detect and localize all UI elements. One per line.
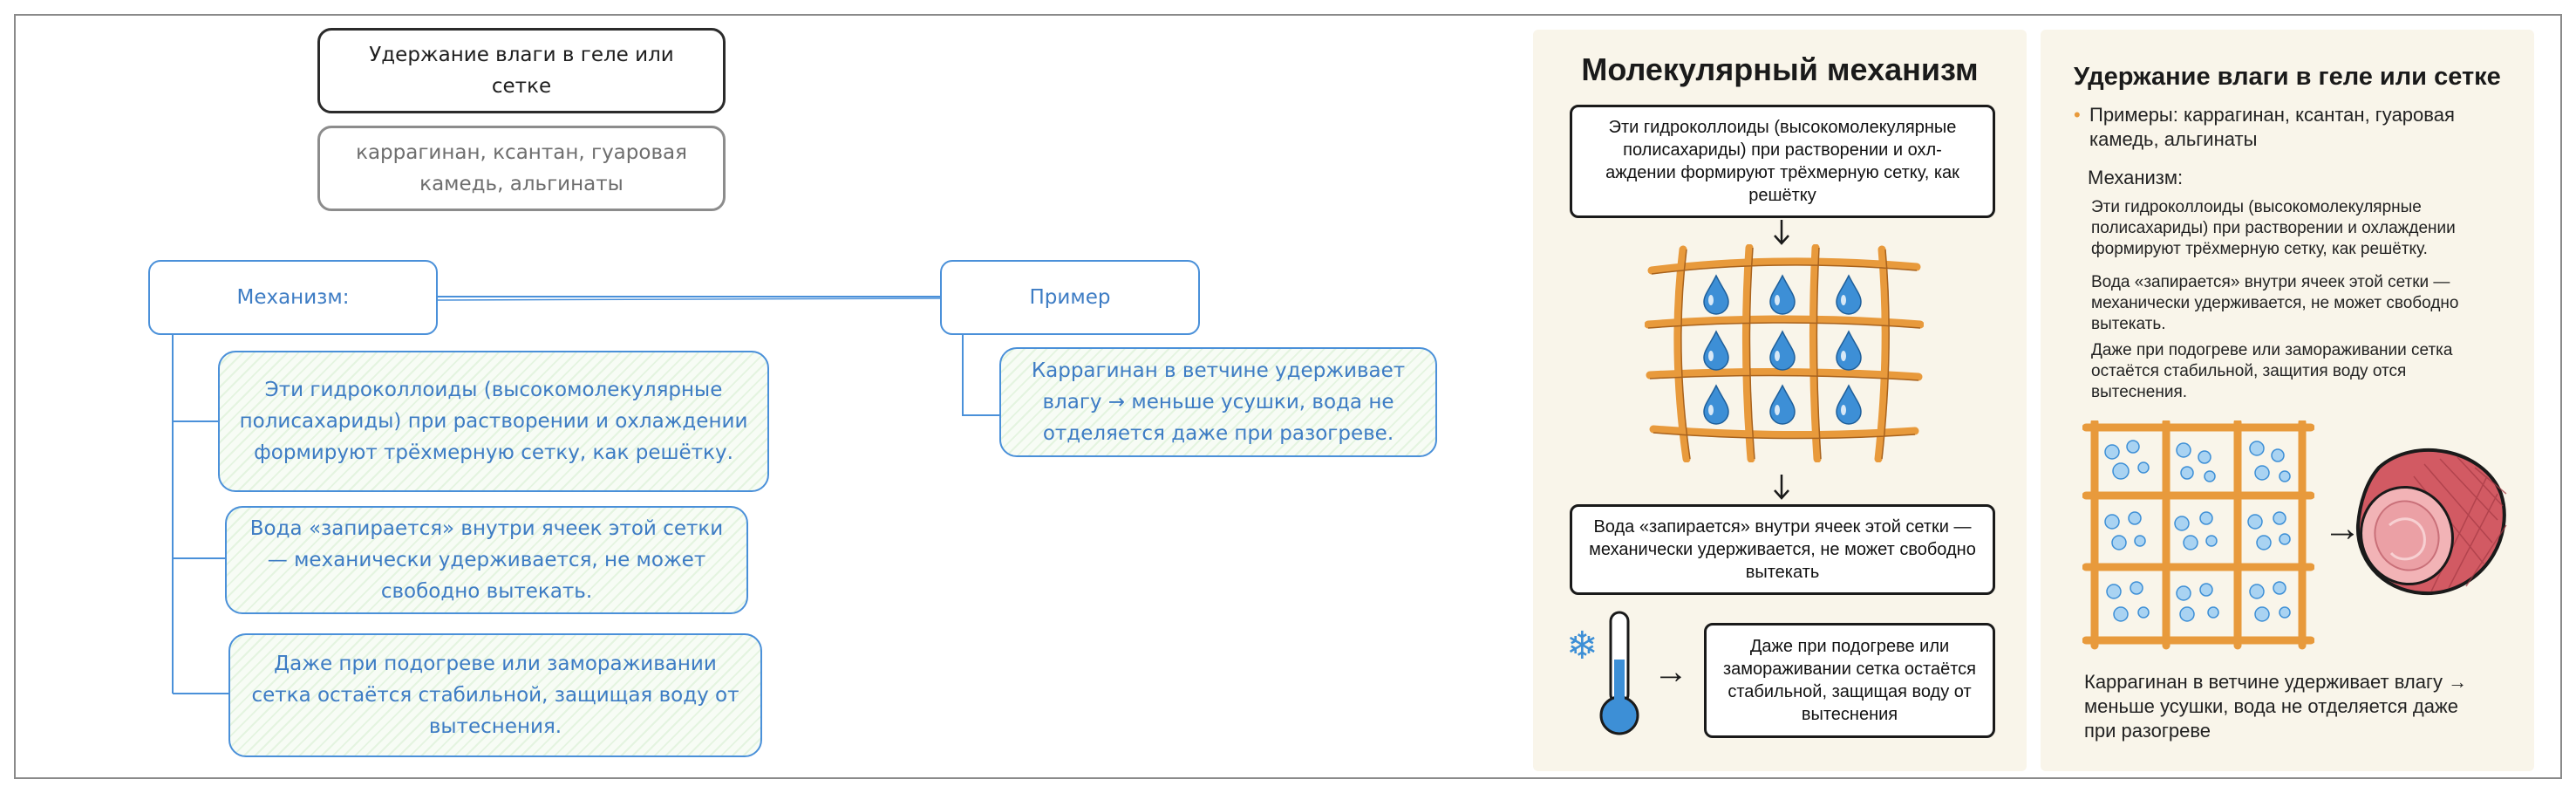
mechanism-panel-title: Молекулярный механизм: [1581, 51, 1979, 87]
summary-example-text: Каррагинан в ветчине удерживает влагу → …: [2084, 671, 2468, 742]
sketch-connectors: [172, 296, 999, 694]
sketch-example-item[interactable]: Каррагинан в ветчине удерживает влагу → …: [999, 347, 1437, 457]
sketch-examples-text: каррагинан, ксантан, гуаровая камедь, ал…: [356, 141, 687, 195]
summary-paragraph-3: Даже при подогреве или замораживании сет…: [2091, 341, 2453, 401]
snowflake-icon: ❄: [1566, 624, 1598, 668]
summary-panel-title: Удержание влаги в геле или сетке: [2074, 63, 2501, 91]
summary-mechanism-label: Механизм:: [2088, 167, 2184, 188]
sketch-mechanism-item-1-text: Эти гидроколлоиды (высокомолекулярные по…: [239, 379, 748, 464]
summary-paragraph-2: Вода «запирается» внутри ячеек этой сетк…: [2091, 273, 2459, 333]
sketch-mechanism-label: Механизм:: [236, 286, 350, 309]
mechanism-box-water-locked-text: Вода «запирается» внутри ячеек этой сетк…: [1589, 517, 1976, 582]
hydrocolloid-mesh-illustration: [1645, 244, 1924, 462]
arrow-right-icon: →: [2323, 507, 2361, 550]
mechanism-box-grid-forms-text: Эти гидроколлоиды (высокомолекулярные по…: [1605, 118, 1959, 205]
sketch-example-item-text: Каррагинан в ветчине удерживает влагу → …: [1031, 359, 1406, 445]
sketch-mechanism-item-1[interactable]: Эти гидроколлоиды (высокомолекулярные по…: [218, 351, 769, 492]
gel-grid-illustration: [2082, 420, 2314, 650]
summary-bullet-row: • Примеры: каррагинан, ксантан, гуаровая…: [2074, 103, 2510, 152]
sketch-title-node[interactable]: Удержание влаги в геле или сетке: [317, 28, 726, 113]
summary-bullet-text: Примеры: каррагинан, ксантан, гуаровая к…: [2089, 104, 2455, 150]
sketch-example-node[interactable]: Пример: [940, 260, 1200, 335]
arrow-down-icon: [1774, 475, 1789, 500]
summary-paragraph-1: Эти гидроколлоиды (высокомолекулярные по…: [2091, 198, 2456, 258]
mechanism-box-stable-text: Даже при подогреве или замораживании сет…: [1723, 637, 1976, 724]
sketch-mechanism-item-2-text: Вода «запирается» внутри ячеек этой сетк…: [249, 517, 724, 603]
mechanism-box-stable: Даже при подогреве или замораживании сет…: [1704, 623, 1995, 738]
ham-icon: [2355, 448, 2507, 596]
sketch-title-text: Удержание влаги в геле или сетке: [369, 44, 674, 98]
sketch-example-label: Пример: [1029, 286, 1111, 309]
mechanism-box-water-locked: Вода «запирается» внутри ячеек этой сетк…: [1570, 504, 1995, 595]
sketch-mechanism-node[interactable]: Механизм:: [148, 260, 438, 335]
thermometer-icon: [1599, 611, 1639, 735]
sketch-mechanism-item-3-text: Даже при подогреве или замораживании сет…: [251, 653, 739, 738]
summary-panel: [2041, 30, 2534, 771]
sketch-examples-node[interactable]: каррагинан, ксантан, гуаровая камедь, ал…: [317, 126, 726, 211]
arrow-right-icon: →: [1653, 653, 1688, 691]
arrow-down-icon: [1774, 220, 1789, 245]
water-drops: [1703, 274, 1862, 425]
bullet-dot-icon: •: [2074, 104, 2081, 126]
sketch-mechanism-item-3[interactable]: Даже при подогреве или замораживании сет…: [228, 633, 762, 757]
mechanism-box-grid-forms: Эти гидроколлоиды (высокомолекулярные по…: [1570, 105, 1995, 218]
canvas-frame: [14, 14, 2562, 779]
sketch-mechanism-item-2[interactable]: Вода «запирается» внутри ячеек этой сетк…: [225, 506, 748, 614]
